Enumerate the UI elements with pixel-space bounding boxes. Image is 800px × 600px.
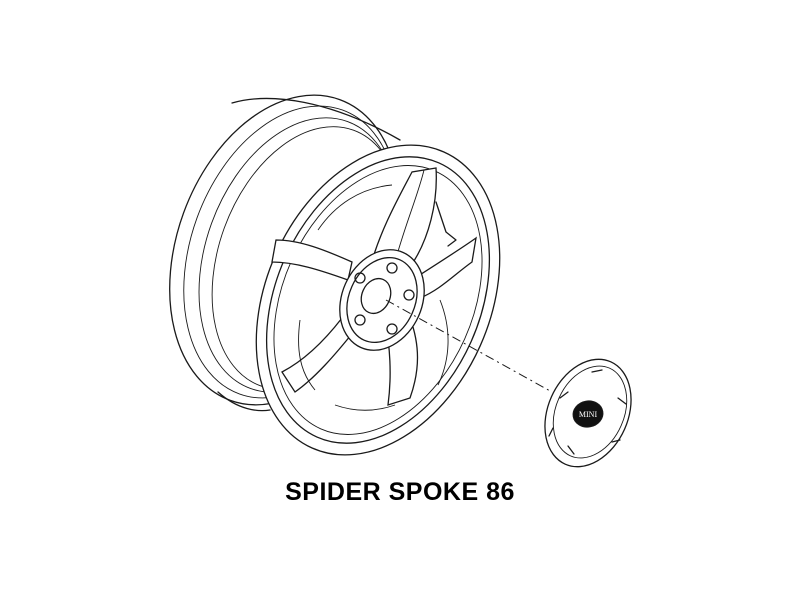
hubcap-logo-text: MINI	[579, 410, 598, 419]
lug-hole	[354, 272, 366, 284]
mini-logo-badge	[572, 400, 604, 428]
valve-stem	[435, 201, 457, 247]
lug-hole	[354, 314, 366, 326]
leader-line	[385, 299, 553, 393]
wheel-hub	[339, 249, 425, 351]
hubcap-vent	[591, 369, 603, 373]
hubcap: MINI	[544, 358, 632, 468]
hubcap-vent	[548, 427, 554, 437]
diagram-caption: SPIDER SPOKE 86	[285, 478, 515, 506]
hubcap-vent	[559, 391, 569, 399]
hubcap-vent	[611, 439, 621, 443]
wheel-spokes	[271, 167, 477, 411]
lug-hole	[386, 323, 398, 335]
lug-hole	[386, 262, 398, 274]
hubcap-vent	[567, 445, 575, 455]
hubcap-vent	[617, 397, 627, 405]
lug-hole	[403, 289, 415, 301]
